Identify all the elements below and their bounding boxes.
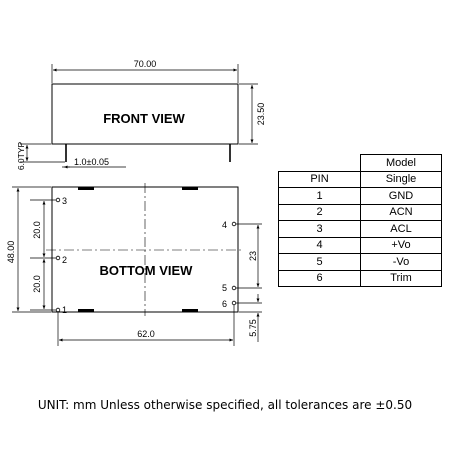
bottom-lower-label: 20.0 bbox=[32, 275, 42, 293]
front-view-body bbox=[51, 83, 239, 145]
pin-1: 1 bbox=[55, 305, 67, 315]
pin-number: 1 bbox=[278, 187, 361, 205]
bottom-width-label: 62.0 bbox=[137, 329, 155, 339]
bottom-height-label: 48.00 bbox=[6, 241, 16, 264]
front-width-dimension: 70.00 bbox=[51, 59, 239, 83]
pin-6: 6 bbox=[222, 299, 237, 309]
bottom-view: BOTTOM VIEW 3 2 1 4 5 6 bbox=[6, 183, 262, 346]
bottom-height-dimension: 48.00 bbox=[6, 186, 51, 313]
pin-3: 3 bbox=[55, 196, 67, 206]
pin-function: Trim bbox=[360, 269, 442, 287]
bottom-upper-label: 20.0 bbox=[32, 221, 42, 239]
table-header-row: Model bbox=[278, 154, 442, 172]
svg-text:2: 2 bbox=[62, 255, 67, 265]
front-pin-diameter-dimension: 1.0±0.05 bbox=[62, 157, 126, 169]
bottom-right-label: 23 bbox=[248, 251, 258, 261]
table-row: 1 GND bbox=[278, 187, 442, 205]
bottom-offset-dimension: 5.75 bbox=[236, 294, 262, 342]
front-height-dimension: 23.50 bbox=[239, 83, 266, 145]
front-pin-height-dimension: 6.0TYP bbox=[16, 142, 65, 171]
table-subheader-row: PIN Single bbox=[278, 170, 442, 188]
bottom-right-dimension: 23 bbox=[236, 223, 262, 289]
table-row: 3 ACL bbox=[278, 220, 442, 238]
svg-text:6: 6 bbox=[222, 299, 227, 309]
pin-number: 5 bbox=[278, 253, 361, 271]
table-row: 6 Trim bbox=[278, 269, 442, 287]
bottom-offset-label: 5.75 bbox=[248, 319, 258, 337]
front-width-label: 70.00 bbox=[134, 59, 157, 69]
table-row: 4 +Vo bbox=[278, 236, 442, 254]
svg-text:4: 4 bbox=[222, 220, 227, 230]
pin-function: ACL bbox=[360, 220, 442, 238]
front-view: FRONT VIEW 70.00 23.50 6.0TYP 1.0±0.05 bbox=[16, 59, 266, 170]
unit-footnote: UNIT: mm Unless otherwise specified, all… bbox=[37, 398, 413, 412]
table-row: 5 -Vo bbox=[278, 253, 442, 271]
bottom-view-title: BOTTOM VIEW bbox=[100, 263, 194, 278]
header-pin: PIN bbox=[278, 170, 361, 188]
front-height-label: 23.50 bbox=[256, 103, 266, 126]
svg-text:3: 3 bbox=[62, 196, 67, 206]
pin-number: 2 bbox=[278, 203, 361, 221]
bottom-pin-spacing-dimension: 20.0 20.0 bbox=[30, 199, 56, 311]
pin-2: 2 bbox=[55, 255, 67, 265]
pin-function: -Vo bbox=[360, 253, 442, 271]
bottom-width-dimension: 62.0 bbox=[57, 305, 235, 346]
pin-function: ACN bbox=[360, 203, 442, 221]
pin-function-table: Model PIN Single 1 GND 2 ACN 3 ACL 4 +Vo… bbox=[278, 154, 442, 287]
front-view-title: FRONT VIEW bbox=[103, 111, 185, 126]
pin-number: 3 bbox=[278, 220, 361, 238]
pin-5: 5 bbox=[222, 283, 237, 293]
pin-4: 4 bbox=[222, 220, 237, 230]
header-model: Model bbox=[360, 154, 442, 172]
table-row: 2 ACN bbox=[278, 203, 442, 221]
front-pin-diameter-label: 1.0±0.05 bbox=[74, 157, 109, 167]
header-variant: Single bbox=[360, 170, 442, 188]
pin-function: GND bbox=[360, 187, 442, 205]
pin-number: 6 bbox=[278, 269, 361, 287]
pin-function: +Vo bbox=[360, 236, 442, 254]
svg-text:5: 5 bbox=[222, 283, 227, 293]
front-pin-height-label: 6.0TYP bbox=[16, 142, 26, 171]
pin-number: 4 bbox=[278, 236, 361, 254]
svg-text:1: 1 bbox=[62, 305, 67, 315]
